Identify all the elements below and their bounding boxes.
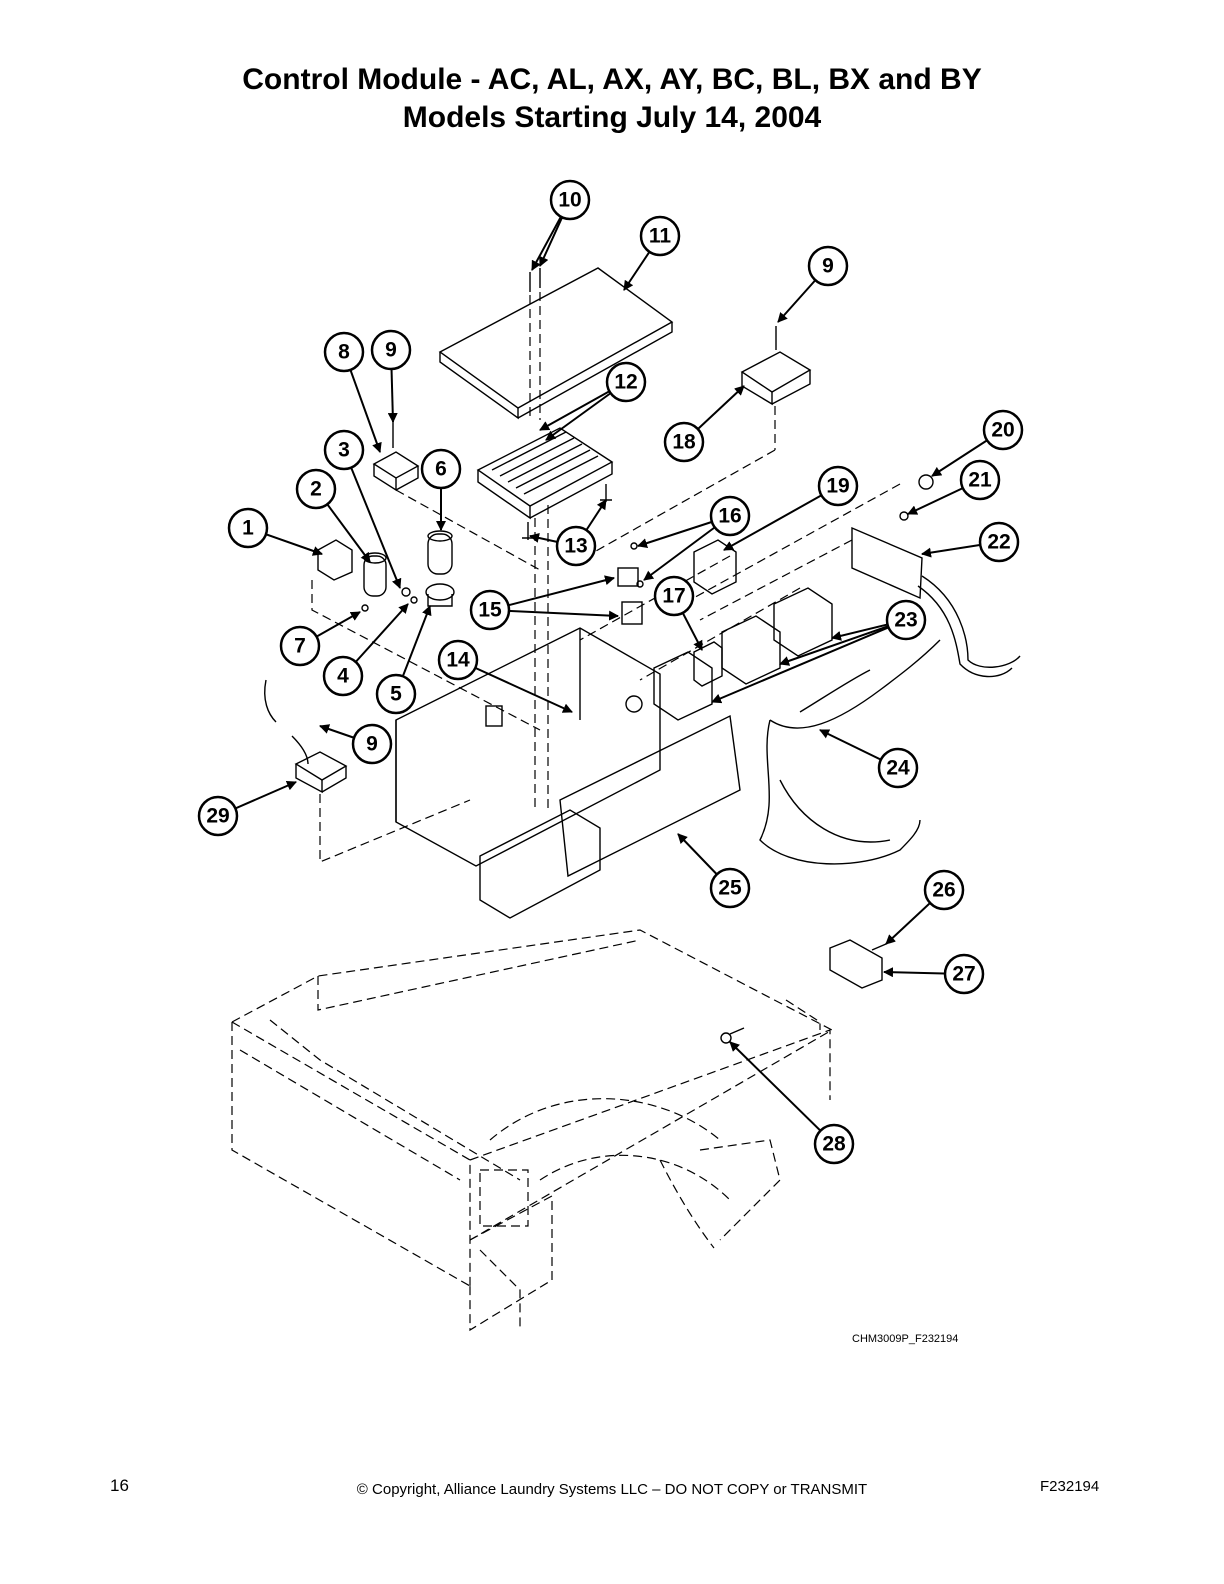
callout-25: 25: [709, 867, 751, 909]
svg-text:7: 7: [294, 635, 306, 658]
callout-5: 5: [375, 673, 417, 715]
callout-17: 17: [653, 575, 695, 617]
callout-11: 11: [639, 215, 681, 257]
callout-3: 3: [323, 429, 365, 471]
svg-text:23: 23: [894, 609, 917, 632]
callout-15: 15: [469, 589, 511, 631]
callout-18: 18: [663, 421, 705, 463]
diagram-title-line-1: Control Module - AC, AL, AX, AY, BC, BL,…: [242, 63, 982, 96]
svg-text:12: 12: [614, 371, 637, 394]
svg-text:21: 21: [968, 469, 992, 492]
callout-14: 14: [437, 639, 479, 681]
callout-20: 20: [982, 409, 1024, 451]
callout-12: 12: [605, 361, 647, 403]
page-number: 16: [110, 1476, 129, 1495]
callout-16: 16: [709, 495, 751, 537]
svg-text:9: 9: [366, 733, 378, 756]
svg-text:22: 22: [987, 531, 1010, 554]
svg-text:16: 16: [718, 505, 741, 528]
callout-9-b: 9: [807, 245, 849, 287]
svg-text:3: 3: [338, 439, 350, 462]
svg-text:19: 19: [826, 475, 849, 498]
svg-text:24: 24: [886, 757, 910, 780]
svg-text:9: 9: [822, 255, 834, 278]
svg-text:6: 6: [435, 458, 447, 481]
callout-9-a: 9: [370, 329, 412, 371]
callout-29: 29: [197, 795, 239, 837]
svg-text:26: 26: [932, 879, 955, 902]
svg-text:5: 5: [390, 683, 402, 706]
callout-23: 23: [885, 599, 927, 641]
diagram-title-line-2: Models Starting July 14, 2004: [402, 101, 822, 134]
svg-text:13: 13: [564, 535, 587, 558]
figure-id: F232194: [1040, 1478, 1100, 1495]
copyright-notice: © Copyright, Alliance Laundry Systems LL…: [356, 1481, 868, 1498]
callout-13: 13: [555, 525, 597, 567]
parts-artwork: [231, 267, 1021, 1332]
callout-4: 4: [322, 655, 364, 697]
svg-text:2: 2: [310, 478, 322, 501]
svg-text:15: 15: [478, 599, 502, 622]
callout-8: 8: [323, 331, 365, 373]
callout-1: 1: [227, 507, 269, 549]
svg-text:20: 20: [991, 419, 1014, 442]
svg-text:8: 8: [338, 341, 350, 364]
callout-28: 28: [813, 1123, 855, 1165]
svg-text:28: 28: [822, 1133, 846, 1156]
svg-text:25: 25: [718, 877, 742, 900]
callout-22: 22: [978, 521, 1020, 563]
svg-text:18: 18: [672, 431, 696, 454]
svg-text:4: 4: [337, 665, 349, 688]
svg-text:17: 17: [662, 585, 685, 608]
callout-10: 10: [549, 179, 591, 221]
svg-text:9: 9: [385, 339, 397, 362]
svg-text:29: 29: [206, 805, 229, 828]
callout-26: 26: [923, 869, 965, 911]
svg-text:10: 10: [558, 189, 581, 212]
callout-2: 2: [295, 468, 337, 510]
svg-text:27: 27: [952, 963, 975, 986]
callout-9-c: 9: [351, 723, 393, 765]
svg-text:11: 11: [649, 225, 672, 248]
callout-19: 19: [817, 465, 859, 507]
drawing-code: CHM3009P_F232194: [852, 1333, 959, 1345]
callout-21: 21: [959, 459, 1001, 501]
svg-text:1: 1: [242, 517, 254, 540]
callout-6: 6: [420, 448, 462, 490]
callout-24: 24: [877, 747, 919, 789]
svg-text:14: 14: [446, 649, 470, 672]
callout-27: 27: [943, 953, 985, 995]
callout-7: 7: [279, 625, 321, 667]
